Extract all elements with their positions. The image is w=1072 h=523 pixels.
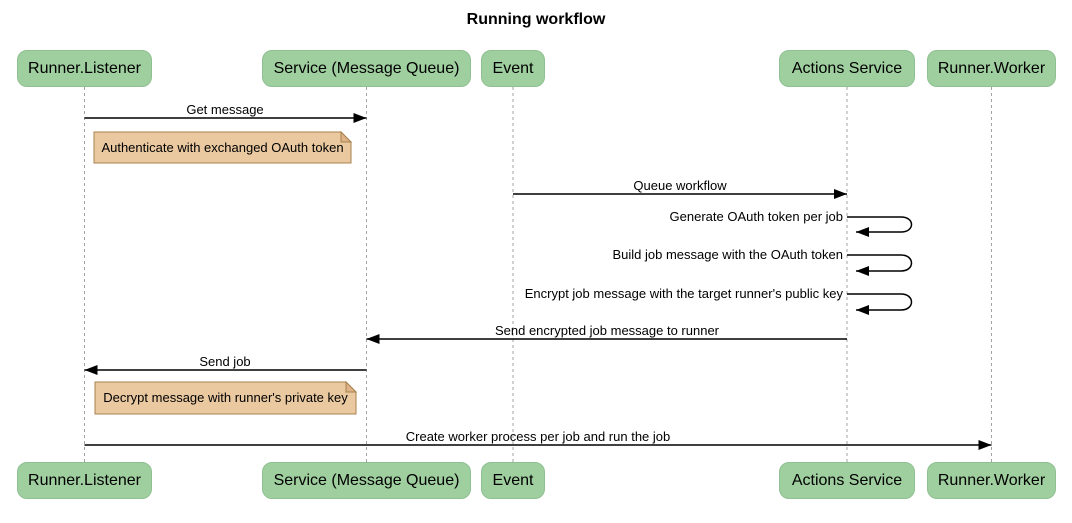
actor-label: Runner.Worker — [937, 471, 1046, 489]
actor-label: Service (Message Queue) — [273, 59, 460, 77]
actor-top-actions-service: Actions Service — [779, 50, 915, 87]
actor-label: Service (Message Queue) — [273, 471, 460, 489]
actor-top-event: Event — [481, 50, 545, 87]
actor-label: Runner.Listener — [28, 59, 141, 77]
note-shape-decrypt — [94, 381, 357, 415]
message-label-encrypt-job-message: Encrypt job message with the target runn… — [524, 286, 843, 301]
message-label-get-message: Get message — [186, 102, 264, 117]
actor-top-runner-worker: Runner.Worker — [927, 50, 1056, 87]
self-loop-encrypt-job-message — [847, 293, 913, 315]
self-loop-generate-oauth-token — [847, 216, 913, 237]
note-fold-authenticate — [340, 130, 353, 143]
actor-bottom-runner-worker: Runner.Worker — [927, 462, 1056, 499]
message-label-send-job: Send job — [199, 354, 251, 369]
message-label-build-job-message: Build job message with the OAuth token — [612, 247, 843, 262]
actor-top-service-message-queue: Service (Message Queue) — [262, 50, 471, 87]
diagram-title: Running workflow — [466, 11, 606, 28]
message-label-queue-workflow: Queue workflow — [633, 178, 727, 193]
note-fold-decrypt — [345, 380, 358, 393]
actor-label: Runner.Listener — [28, 471, 141, 489]
actor-label: Runner.Worker — [937, 59, 1046, 77]
message-label-create-worker-process: Create worker process per job and run th… — [405, 429, 671, 444]
self-loop-build-job-message — [847, 254, 913, 276]
actor-top-runner-listener: Runner.Listener — [17, 50, 152, 87]
actor-bottom-event: Event — [481, 462, 545, 499]
message-label-generate-oauth-token: Generate OAuth token per job — [669, 209, 843, 224]
message-label-send-encrypted-job-message: Send encrypted job message to runner — [494, 323, 720, 338]
actor-label: Event — [492, 471, 534, 489]
note-label-authenticate: Authenticate with exchanged OAuth token — [101, 140, 344, 155]
actor-bottom-actions-service: Actions Service — [779, 462, 915, 499]
actor-bottom-runner-listener: Runner.Listener — [17, 462, 152, 499]
actor-label: Event — [492, 59, 534, 77]
actor-bottom-service-message-queue: Service (Message Queue) — [262, 462, 471, 499]
actor-label: Actions Service — [791, 59, 903, 77]
note-shape-authenticate — [93, 131, 352, 164]
note-label-decrypt: Decrypt message with runner's private ke… — [103, 390, 348, 405]
actor-label: Actions Service — [791, 471, 903, 489]
